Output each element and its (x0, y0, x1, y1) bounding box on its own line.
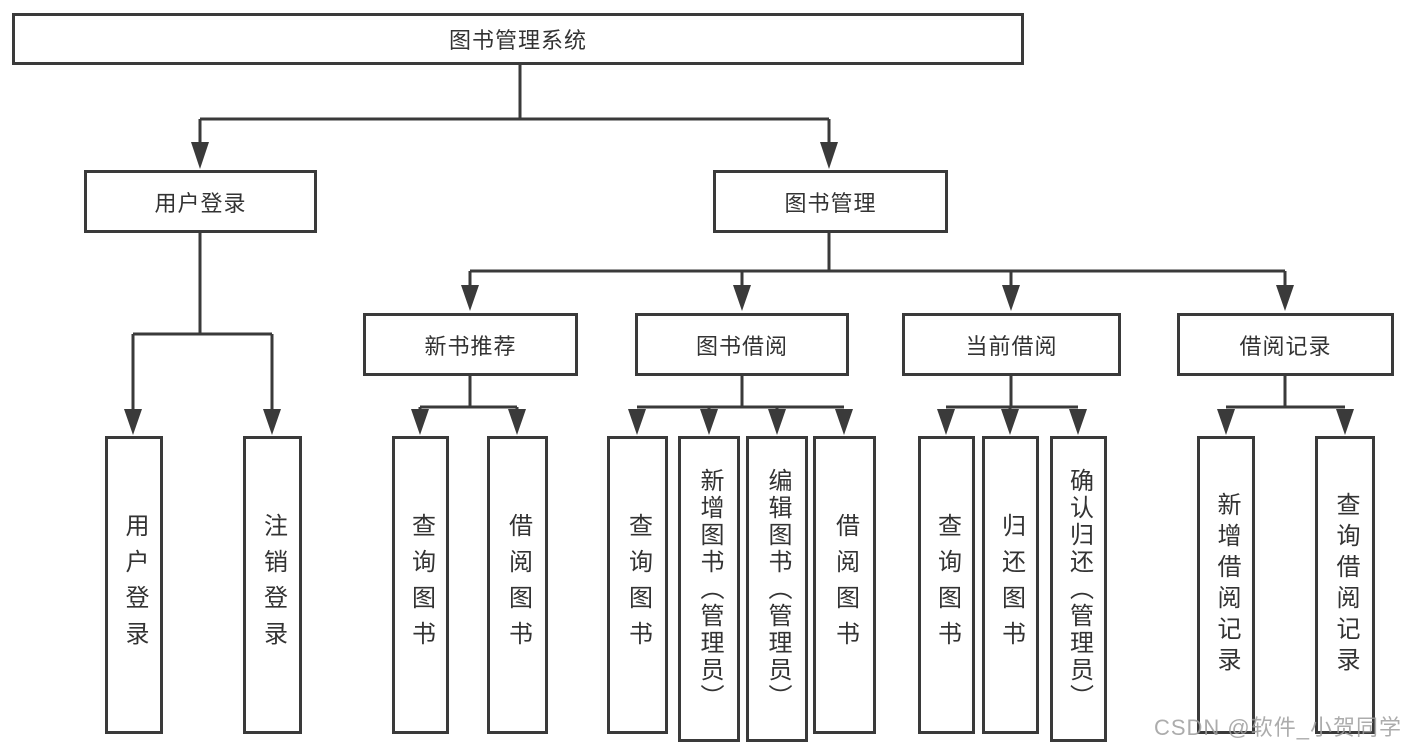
leaf-query-books-recommend: 查询图书 (392, 436, 449, 734)
node-label: 借阅图书 (504, 513, 532, 657)
leaf-query-books-borrowing: 查询图书 (607, 436, 668, 734)
leaf-add-borrow-record: 新增借阅记录 (1197, 436, 1255, 734)
node-label: 新增图书（管理员） (696, 467, 723, 711)
leaf-user-login: 用户登录 (105, 436, 163, 734)
node-label: 新增借阅记录 (1213, 492, 1240, 678)
node-label: 图书管理 (784, 190, 877, 216)
node-label: 当前借阅 (965, 333, 1058, 359)
node-label: 借阅记录 (1239, 333, 1332, 359)
leaf-borrow-books: 借阅图书 (813, 436, 876, 734)
node-label: 用户登录 (121, 513, 148, 657)
node-label: 查询图书 (407, 513, 435, 657)
node-library-management-system: 图书管理系统 (12, 13, 1024, 65)
node-current-borrowing: 当前借阅 (902, 313, 1121, 376)
node-label: 注销登录 (259, 513, 287, 657)
node-label: 图书借阅 (695, 333, 788, 359)
node-label: 查询借阅记录 (1332, 492, 1359, 678)
leaf-query-books-current: 查询图书 (918, 436, 975, 734)
leaf-confirm-return-admin: 确认归还（管理员） (1050, 436, 1107, 742)
leaf-edit-books-admin: 编辑图书（管理员） (746, 436, 808, 742)
node-label: 确认归还（管理员） (1065, 467, 1093, 711)
node-label: 新书推荐 (424, 333, 517, 359)
node-new-book-recommendation: 新书推荐 (363, 313, 578, 376)
leaf-return-books: 归还图书 (982, 436, 1039, 734)
node-label: 图书管理系统 (448, 28, 587, 53)
node-book-management: 图书管理 (713, 170, 948, 233)
node-label: 查询图书 (933, 513, 961, 657)
node-label: 查询图书 (624, 513, 652, 657)
leaf-add-books-admin: 新增图书（管理员） (678, 436, 740, 742)
node-book-borrowing: 图书借阅 (635, 313, 849, 376)
node-borrowing-records: 借阅记录 (1177, 313, 1394, 376)
node-label: 归还图书 (997, 513, 1025, 657)
node-label: 用户登录 (154, 190, 247, 216)
leaf-query-borrow-record: 查询借阅记录 (1315, 436, 1375, 734)
leaf-logout: 注销登录 (243, 436, 302, 734)
arrowheads (124, 142, 1354, 435)
node-label: 编辑图书（管理员） (764, 467, 791, 711)
node-user-login: 用户登录 (84, 170, 317, 233)
leaf-borrow-books-recommend: 借阅图书 (487, 436, 548, 734)
node-label: 借阅图书 (831, 513, 859, 657)
